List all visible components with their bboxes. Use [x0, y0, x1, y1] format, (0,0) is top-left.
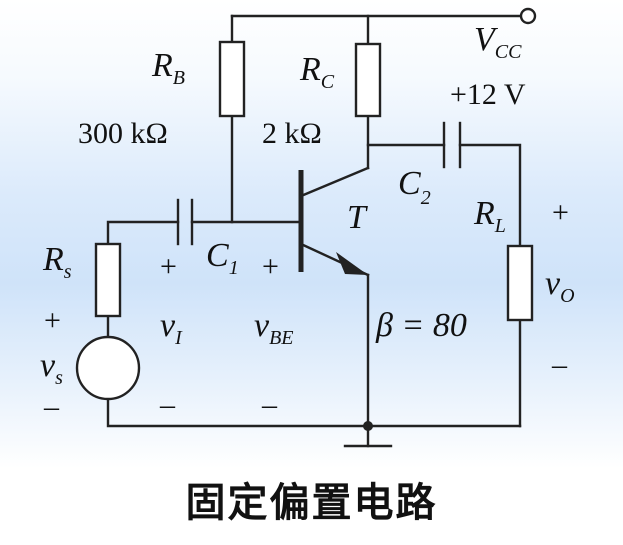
vs-plus-sign: +: [44, 304, 61, 337]
resistor-rs: [94, 242, 122, 318]
vo-label: vO: [545, 265, 575, 307]
voltage-source-vs: [75, 335, 141, 401]
diagram-caption: 固定偏置电路: [185, 480, 438, 526]
vs-minus-sign: –: [43, 390, 60, 423]
vcc-terminal: [519, 7, 537, 25]
resistor-rc: [354, 42, 382, 118]
circuit-wires: [106, 7, 537, 448]
rl-label: RL: [473, 195, 506, 237]
rb-label: RB: [151, 47, 185, 89]
fixed-bias-circuit-diagram: RB 300 kΩ RC 2 kΩ VCC +12 V C2 RL C1 Rs …: [40, 7, 575, 448]
capacitor-c2: [442, 121, 462, 169]
vi-minus-sign: –: [159, 388, 176, 421]
capacitor-c1: [176, 198, 194, 246]
emitter-arrow-icon: [336, 252, 368, 275]
transistor-label: T: [347, 199, 368, 236]
vcc-label: VCC: [474, 21, 522, 63]
vo-minus-sign: –: [551, 348, 568, 381]
rb-value: 300 kΩ: [78, 117, 168, 150]
rs-to-c1-wire: [106, 220, 180, 246]
c1-label: C1: [206, 237, 239, 279]
c2-label: C2: [398, 165, 431, 209]
transistor-t: [298, 166, 370, 277]
vbe-plus-sign: +: [262, 250, 279, 283]
vbe-minus-sign: –: [261, 388, 278, 421]
rc-value: 2 kΩ: [262, 117, 322, 150]
rc-label: RC: [299, 51, 335, 93]
vbe-label: vBE: [254, 307, 294, 349]
vcc-value: +12 V: [450, 78, 526, 111]
rs-label: Rs: [42, 241, 72, 283]
ground-rail-wire: [106, 397, 522, 428]
resistor-rb: [218, 40, 246, 118]
beta-label: β = 80: [375, 307, 467, 344]
c2-to-rl-wire: [458, 143, 522, 248]
ground-junction-dot: [363, 421, 373, 431]
vo-plus-sign: +: [552, 196, 569, 229]
vs-label: vs: [40, 347, 63, 389]
vi-label: vI: [160, 307, 183, 349]
vi-plus-sign: +: [160, 250, 177, 283]
resistor-rl: [506, 244, 534, 322]
